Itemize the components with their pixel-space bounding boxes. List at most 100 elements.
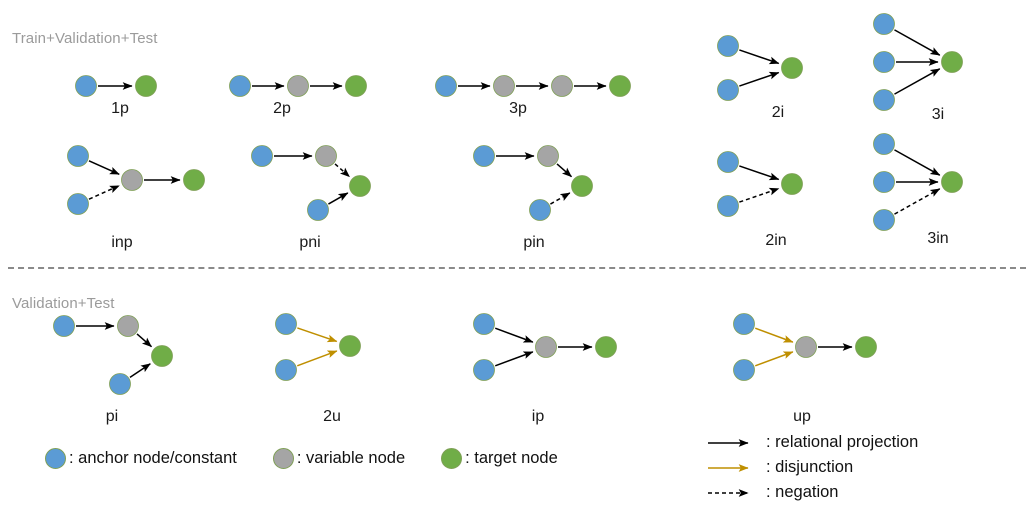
negation-arrow-icon [708, 488, 749, 497]
anchor-node [717, 35, 739, 57]
anchor-node [67, 145, 89, 167]
legend-node-types: : anchor node/constant: variable node: t… [45, 448, 594, 469]
edge-solid-projection [136, 333, 152, 348]
legend-label-variable-node: : variable node [296, 449, 406, 467]
target-node [855, 336, 877, 358]
query-graph-ip [473, 313, 617, 381]
anchor-node [873, 209, 895, 231]
legend-label-target-node: : target node [465, 449, 558, 467]
target-node [941, 51, 963, 73]
target-node [349, 175, 371, 197]
anchor-node [109, 373, 131, 395]
query-graph-up [733, 313, 877, 381]
variable-node [537, 145, 559, 167]
anchor-node [251, 145, 273, 167]
target-node [781, 57, 803, 79]
pattern-label-3in: 3in [927, 230, 949, 247]
edge-solid-projection [739, 165, 780, 181]
target-node [345, 75, 367, 97]
anchor-node [75, 75, 97, 97]
pattern-label-pni: pni [299, 234, 321, 251]
edge-dashed-negation [894, 188, 941, 215]
anchor-node-swatch-icon [45, 448, 66, 469]
anchor-node [873, 51, 895, 73]
edge-solid-projection [894, 149, 941, 176]
edge-dashed-negation [88, 185, 120, 200]
variable-node [121, 169, 143, 191]
pattern-label-3p: 3p [509, 100, 527, 117]
target-node [151, 345, 173, 367]
anchor-node [717, 195, 739, 217]
anchor-node [733, 359, 755, 381]
anchor-node [873, 133, 895, 155]
target-node [595, 336, 617, 358]
legend-item-negation: : negation [706, 480, 918, 505]
anchor-node [529, 199, 551, 221]
anchor-node [275, 313, 297, 335]
pattern-label-ip: ip [531, 408, 545, 425]
target-node [609, 75, 631, 97]
edge-solid-projection [494, 327, 534, 343]
query-graph-2in [717, 151, 803, 217]
anchor-node [275, 359, 297, 381]
query-graph-pni [251, 145, 371, 221]
edge-solid-projection [739, 49, 780, 65]
legend-label-disjunction: : disjunction [766, 458, 854, 476]
section-divider [8, 267, 1026, 269]
anchor-node [873, 171, 895, 193]
legend-label-negation: : negation [766, 483, 839, 501]
anchor-node [473, 359, 495, 381]
relational-projection-arrow-icon [708, 438, 749, 447]
anchor-node [473, 145, 495, 167]
variable-node-swatch-icon [272, 448, 294, 469]
anchor-node [717, 79, 739, 101]
query-pattern-ip: ip [466, 312, 646, 425]
pattern-label-pi: pi [105, 408, 119, 425]
edge-solid-projection [894, 29, 941, 56]
pattern-label-inp: inp [111, 234, 133, 251]
edge-solid-projection [556, 163, 572, 178]
anchor-node [733, 313, 755, 335]
pattern-label-3i: 3i [931, 106, 945, 123]
edge-solid-projection [88, 160, 120, 175]
query-pattern-up: up [726, 312, 906, 425]
target-node [135, 75, 157, 97]
section-label-train: Train+Validation+Test [12, 30, 158, 47]
query-graph-pin [473, 145, 593, 221]
variable-node [315, 145, 337, 167]
edge-dashed-negation [550, 192, 571, 205]
pattern-label-2i: 2i [771, 104, 785, 121]
query-pattern-3p: 3p [428, 58, 648, 118]
legend-item-variable-node: : variable node [272, 448, 406, 469]
query-pattern-2p: 2p [222, 58, 402, 118]
pattern-label-2p: 2p [273, 100, 291, 117]
pattern-label-1p: 1p [111, 100, 129, 117]
legend-item-disjunction: : disjunction [706, 455, 918, 480]
edge-solid-disjunction [754, 327, 794, 343]
edge-solid-projection [894, 68, 941, 95]
query-pattern-3in: 3in [866, 130, 996, 247]
anchor-node [307, 199, 329, 221]
query-graph-pi [53, 315, 173, 395]
anchor-node [873, 89, 895, 111]
legend-label-relational-projection: : relational projection [766, 433, 919, 451]
edge-solid-projection [494, 351, 534, 367]
query-pattern-pi: pi [46, 312, 226, 425]
edge-solid-disjunction [754, 351, 794, 367]
anchor-node [473, 313, 495, 335]
anchor-node [67, 193, 89, 215]
target-node [941, 171, 963, 193]
target-node [571, 175, 593, 197]
variable-node [551, 75, 573, 97]
disjunction-arrow-icon [708, 463, 749, 472]
edge-solid-disjunction [296, 350, 338, 367]
query-pattern-2in: 2in [710, 148, 840, 249]
anchor-node [435, 75, 457, 97]
target-node [339, 335, 361, 357]
query-pattern-1p: 1p [60, 58, 230, 118]
target-node [183, 169, 205, 191]
anchor-node [53, 315, 75, 337]
edge-solid-projection [129, 363, 151, 378]
variable-node [795, 336, 817, 358]
